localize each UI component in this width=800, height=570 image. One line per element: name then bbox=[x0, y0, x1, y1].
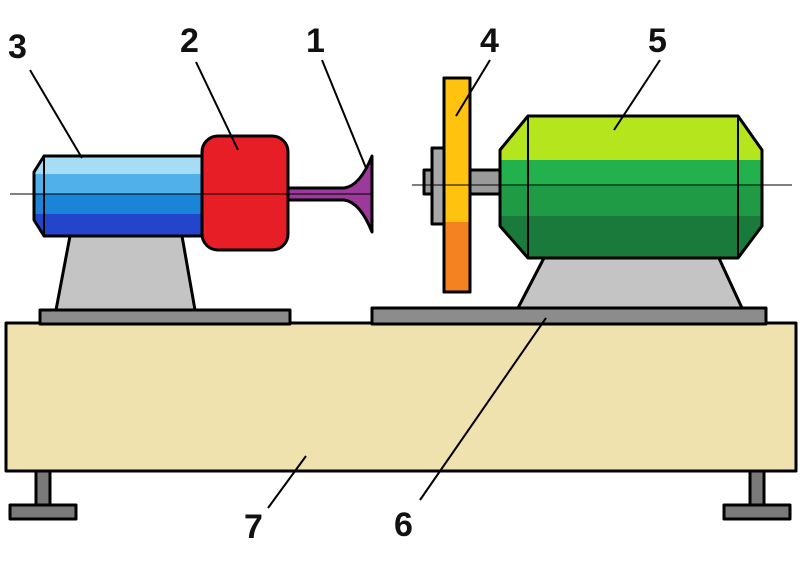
callout-1: 1 bbox=[306, 22, 325, 60]
leader-4 bbox=[455, 59, 491, 117]
leader-2 bbox=[195, 61, 239, 151]
leader-7 bbox=[267, 455, 307, 509]
leader-1 bbox=[321, 59, 367, 169]
callout-7: 7 bbox=[244, 508, 263, 546]
left-foot-pad bbox=[8, 503, 78, 521]
callout-2: 2 bbox=[180, 22, 199, 60]
left-foot bbox=[8, 468, 78, 521]
blue-cylinder bbox=[32, 154, 204, 238]
left-foot-post bbox=[34, 468, 52, 508]
disc-lower-half bbox=[445, 222, 469, 291]
left-base-plate bbox=[38, 308, 292, 326]
right-pedestal bbox=[516, 254, 744, 310]
right-foot-post bbox=[748, 468, 766, 508]
leader-3 bbox=[29, 69, 83, 159]
callout-5: 5 bbox=[648, 22, 667, 60]
callout-3: 3 bbox=[8, 28, 27, 66]
leader-5 bbox=[613, 59, 661, 131]
red-block bbox=[200, 134, 290, 252]
machine-bed bbox=[4, 321, 798, 473]
green-motor bbox=[498, 114, 764, 260]
left-pedestal bbox=[54, 234, 197, 312]
leader-6 bbox=[419, 317, 547, 501]
callout-6: 6 bbox=[394, 506, 413, 544]
right-base-plate bbox=[370, 306, 768, 326]
callout-4: 4 bbox=[480, 22, 499, 60]
right-foot bbox=[722, 468, 792, 521]
right-foot-pad bbox=[722, 503, 792, 521]
